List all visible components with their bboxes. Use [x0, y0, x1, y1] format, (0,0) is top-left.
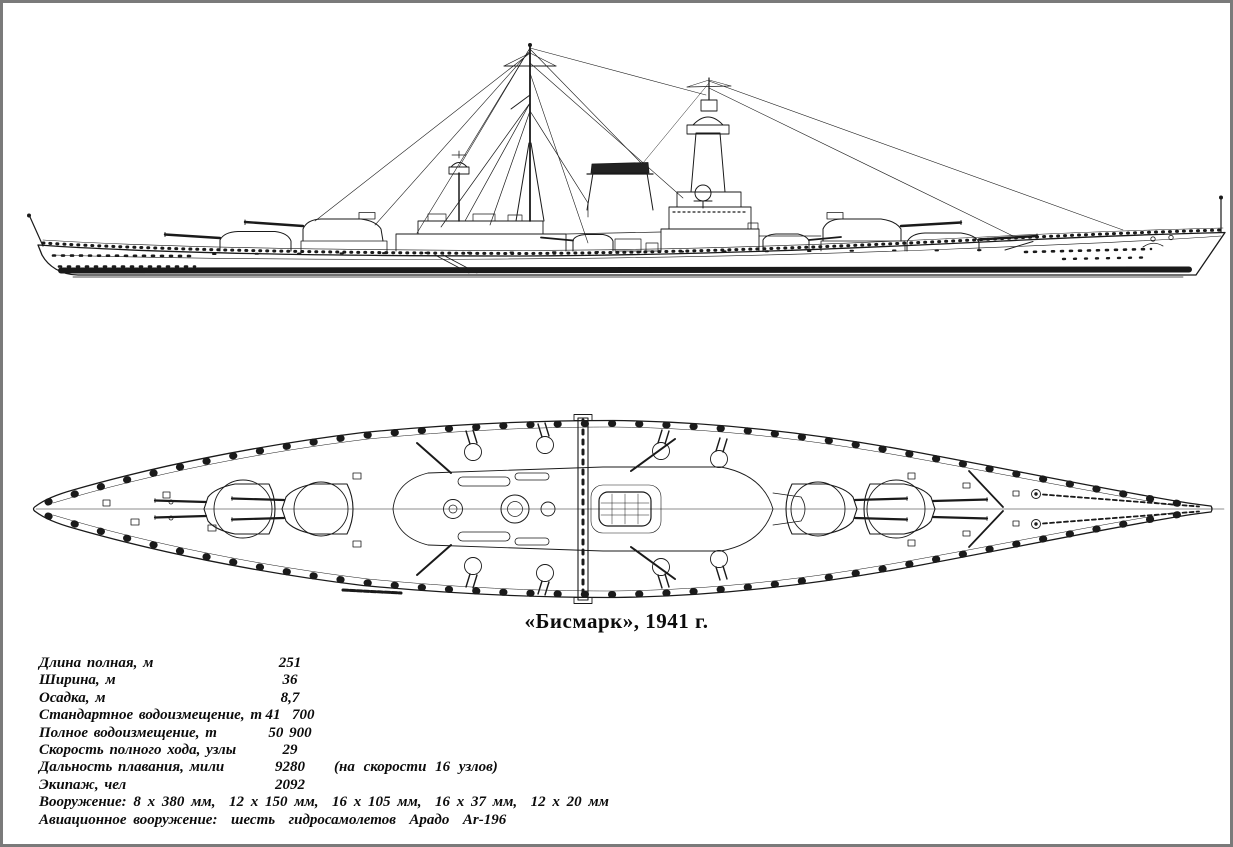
bismarck-line-drawings	[3, 3, 1230, 844]
spec-value: 50 900	[268, 724, 312, 741]
stern-flagstaff	[28, 214, 44, 246]
spec-row-speed: Скорость полного хода, узлы 29	[39, 742, 1199, 759]
mainmast-rigging	[315, 48, 706, 243]
catapult-track	[574, 415, 592, 604]
spec-value: 36	[282, 672, 298, 689]
ship-boats-plan	[458, 473, 549, 545]
funnel-side	[587, 163, 712, 211]
spec-label: Длина полная, м	[39, 655, 154, 671]
superstructure-plan	[393, 467, 805, 551]
fore-rangefinder-dome-plan	[501, 495, 529, 523]
spec-row-full-displacement: Полное водоизмещение, т 50 900	[39, 725, 1199, 742]
spec-row-standard-displacement: Стандартное водоизмещение, т 41 700	[39, 707, 1199, 724]
boot-topping-band	[61, 270, 1189, 271]
breakwater-plan	[969, 471, 1003, 507]
bow-details	[1005, 196, 1223, 250]
spec-armament-line: Вооружение: 8 х 380 мм, 12 х 150 мм, 16 …	[39, 794, 609, 811]
boat-boom	[343, 590, 401, 593]
spec-label: Полное водоизмещение, т	[39, 724, 217, 741]
tower-bridge	[566, 78, 821, 251]
turret-anton-side	[907, 233, 1037, 251]
spec-label: Стандартное водоизмещение, т	[39, 707, 263, 724]
spec-label: Скорость полного хода, узлы	[39, 741, 237, 758]
turret-bruno-plan	[786, 482, 907, 536]
spec-value: 41 700	[265, 707, 315, 724]
spec-row-range: Дальность плавания, мили 9280 (на скорос…	[39, 759, 1199, 776]
spec-row-crew: Экипаж, чел 2092	[39, 777, 1199, 794]
page-title: «Бисмарк», 1941 г.	[524, 609, 709, 633]
spec-value: 251	[278, 655, 302, 671]
spec-row-draft: Осадка, м 8,7	[39, 690, 1199, 707]
spec-label: Осадка, м	[39, 689, 106, 706]
spec-row-length: Длина полная, м 251	[39, 655, 1199, 672]
aft-rangefinder-dome-plan	[444, 500, 463, 519]
secondary-turret-forward	[748, 223, 841, 251]
spec-note: (на скорости 16 узлов)	[334, 759, 498, 776]
hull-outline	[38, 233, 1225, 276]
anchor-gear-plan	[969, 471, 1199, 547]
specifications-table: Длина полная, м 251 Ширина, м 36 Осадка,…	[39, 655, 1199, 829]
secondary-turrets-plan	[465, 423, 728, 595]
deck-plan-drawing	[34, 415, 1225, 604]
aft-rangefinder	[449, 151, 469, 221]
forestays	[643, 81, 1123, 236]
spec-row-beam: Ширина, м 36	[39, 672, 1199, 689]
deck-outline	[34, 421, 1212, 598]
turret-caesar-plan	[232, 482, 353, 536]
side-profile-drawing	[28, 44, 1226, 278]
bow-porthole-row	[1025, 249, 1151, 252]
stern-porthole-row	[53, 256, 193, 257]
spec-value: 2092	[275, 776, 305, 793]
spec-value: 9280	[275, 759, 305, 776]
spec-label: Экипаж, чел	[39, 776, 127, 793]
turret-anton-plan	[864, 480, 987, 538]
searchlight-dome	[695, 185, 711, 201]
funnel-plan	[599, 492, 651, 526]
spec-label: Ширина, м	[39, 672, 116, 689]
spec-value: 8,7	[280, 689, 300, 706]
aft-superstructure	[396, 214, 613, 273]
turret-bruno-side	[821, 213, 961, 252]
deck-fittings-plan	[103, 473, 1019, 593]
spec-label: Дальность плавания, мили	[39, 759, 225, 776]
spec-aviation-line: Авиационное вооружение: шесть гидросамол…	[39, 811, 507, 828]
mainmast	[504, 44, 556, 222]
turret-dora-side	[165, 232, 291, 252]
turret-caesar-side	[245, 213, 387, 252]
spec-value: 29	[282, 741, 298, 758]
turret-dora-plan	[155, 480, 275, 538]
